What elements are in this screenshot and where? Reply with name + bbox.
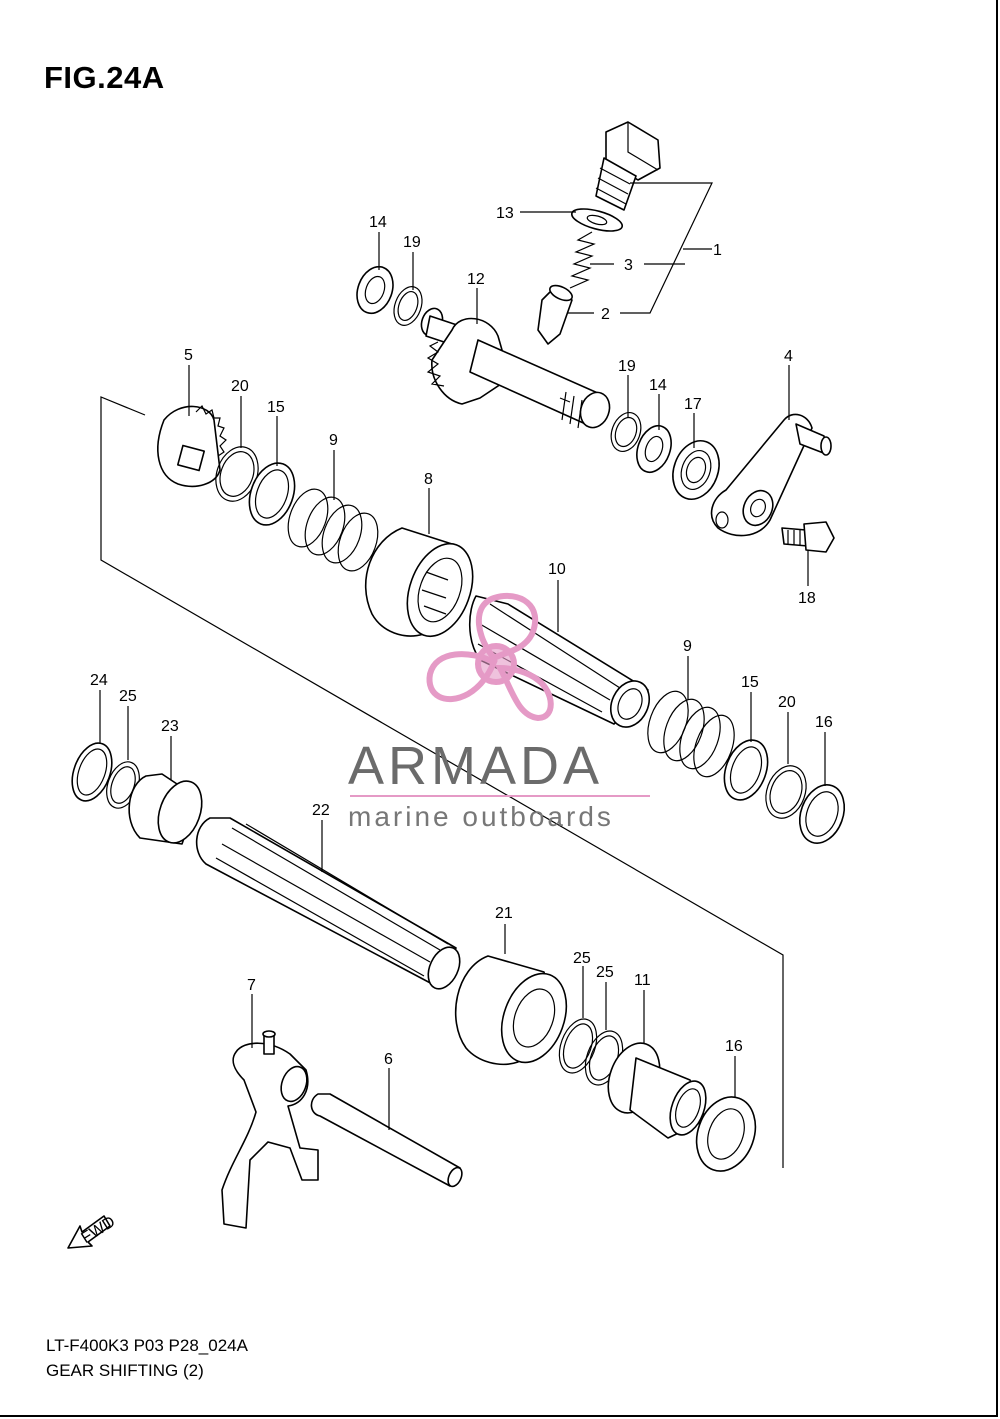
watermark-brand: ARMADA [348, 736, 603, 796]
part-shift-lever-4 [710, 413, 832, 537]
section-name: GEAR SHIFTING (2) [46, 1361, 204, 1380]
callout-11: 11 [634, 972, 651, 989]
callout-20-left: 20 [231, 378, 249, 395]
part-cylinder-21 [454, 955, 568, 1066]
part-washer-14-upper [356, 265, 394, 315]
diagram-footer: LT-F400K3 P03 P28_024A GEAR SHIFTING (2) [46, 1333, 248, 1383]
callout-16-lower: 16 [725, 1038, 743, 1055]
callout-1: 1 [713, 242, 722, 259]
part-shift-cam-gear-5 [157, 404, 227, 488]
callout-25-right-a: 25 [573, 950, 591, 967]
part-bushing-11 [607, 1042, 707, 1139]
callout-21: 21 [495, 905, 513, 922]
part-spring-9-right [647, 690, 735, 778]
part-shift-shaft-10 [468, 595, 651, 728]
callout-18: 18 [798, 590, 816, 607]
part-bearing-23 [128, 773, 203, 845]
part-washer-24 [71, 742, 113, 802]
callout-4: 4 [784, 348, 793, 365]
callout-15-left: 15 [267, 399, 285, 416]
fwd-arrow-icon: FWD [67, 1213, 118, 1249]
part-circlip-19-right [610, 412, 642, 452]
leader-lines [99, 182, 826, 1130]
part-circlip-20-right [765, 765, 807, 819]
callout-23: 23 [161, 718, 179, 735]
part-washer-15-right [723, 739, 769, 801]
part-washer-16-lower [695, 1096, 757, 1172]
callout-13: 13 [496, 205, 514, 222]
callout-12: 12 [467, 271, 485, 288]
callout-22: 22 [312, 802, 330, 819]
part-shaft-22 [195, 817, 461, 990]
part-oil-seal-17 [672, 440, 720, 500]
callout-14-right: 14 [649, 377, 667, 394]
part-shift-cam-stopper-bolt [595, 121, 661, 211]
callout-19-right: 19 [618, 358, 636, 375]
callout-9-right: 9 [683, 638, 692, 655]
part-circlip-25-right-a [558, 1018, 598, 1074]
part-washer-15-left [248, 462, 296, 526]
callout-2: 2 [601, 306, 610, 323]
callout-25-right-b: 25 [596, 964, 614, 981]
callout-labels: 1 2 3 4 5 6 7 8 9 9 10 11 12 13 14 14 15… [90, 205, 833, 1068]
callout-14-upper: 14 [369, 214, 387, 231]
callout-7: 7 [247, 977, 256, 994]
model-code: LT-F400K3 P03 P28_024A [46, 1336, 248, 1355]
armada-watermark: ARMADA marine outboards [348, 592, 650, 832]
part-shift-fork-7 [221, 1030, 319, 1229]
part-washer-14-right [636, 424, 672, 474]
propeller-logo-icon [426, 592, 554, 722]
fwd-label: FWD [78, 1213, 118, 1247]
callout-20-right: 20 [778, 694, 796, 711]
callout-8: 8 [424, 471, 433, 488]
callout-17: 17 [684, 396, 702, 413]
callout-3: 3 [624, 257, 633, 274]
part-fork-shaft-6 [310, 1093, 463, 1188]
callout-19-upper: 19 [403, 234, 421, 251]
callout-25-left: 25 [119, 688, 137, 705]
part-bolt-18 [781, 521, 835, 553]
part-spring-9-left [287, 488, 379, 572]
part-washer-16-right [798, 784, 846, 844]
callout-9-left: 9 [329, 432, 338, 449]
callout-24: 24 [90, 672, 108, 689]
part-stopper-pin-2 [537, 284, 573, 345]
part-gear-shift-shaft-12 [420, 307, 611, 429]
part-circlip-19-upper [393, 286, 423, 326]
watermark-tagline: marine outboards [348, 801, 614, 832]
callout-10: 10 [548, 561, 566, 578]
callout-5: 5 [184, 347, 193, 364]
assembly-bracket [100, 396, 784, 1168]
callout-6: 6 [384, 1051, 393, 1068]
part-spring-3 [569, 231, 596, 289]
callout-16-right: 16 [815, 714, 833, 731]
callout-15-right: 15 [741, 674, 759, 691]
figure-title: FIG.24A [44, 60, 165, 95]
part-shift-drum-8 [364, 527, 474, 638]
part-washer-13 [570, 208, 624, 232]
